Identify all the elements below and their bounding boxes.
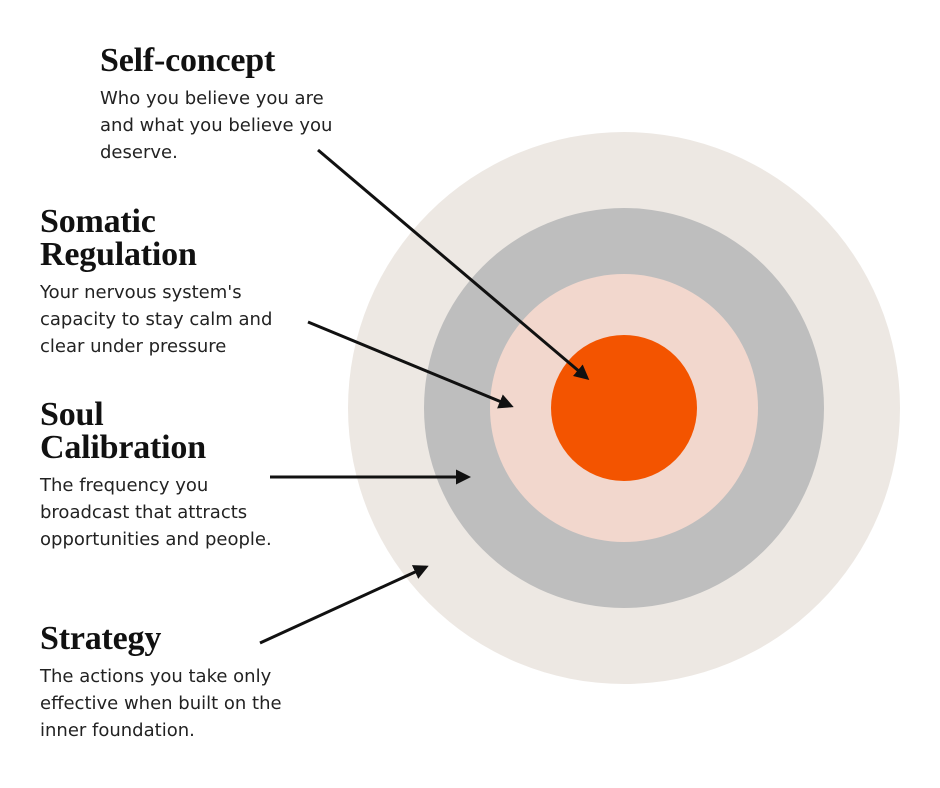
strategy-description: The actions you take only effective when… [40, 666, 282, 741]
strategy-arrow [259, 565, 429, 645]
soul-calibration-description: The frequency you broadcast that attract… [40, 475, 272, 550]
soul-calibration-title: Soul Calibration [40, 396, 206, 466]
strategy-label: Strategy The actions you take only effec… [40, 622, 300, 744]
self-concept-core [551, 335, 697, 481]
self-concept-arrow [317, 148, 590, 380]
somatic-regulation-description: Your nervous system's capacity to stay c… [40, 282, 273, 357]
self-concept-description: Who you believe you are and what you bel… [100, 88, 333, 163]
somatic-regulation-arrow [307, 320, 514, 409]
self-concept-title: Self-concept [100, 42, 276, 79]
self-concept-label: Self-concept Who you believe you are and… [100, 44, 360, 166]
strategy-title: Strategy [40, 620, 162, 657]
somatic-regulation-title: Somatic Regulation [40, 203, 197, 273]
soul-calibration-label: Soul Calibration The frequency you broad… [40, 398, 300, 553]
somatic-regulation-label: Somatic Regulation Your nervous system's… [40, 205, 310, 360]
